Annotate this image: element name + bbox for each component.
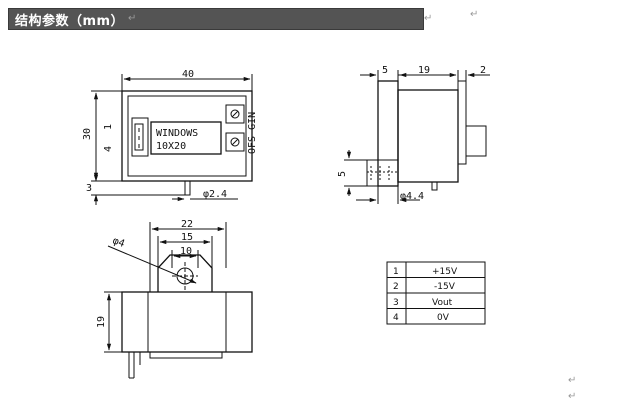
side-dim-bottom-5: 5 xyxy=(337,171,348,177)
bottom-dim-22: 22 xyxy=(181,219,193,230)
side-flange xyxy=(377,80,399,187)
side-connector xyxy=(465,125,487,157)
bottom-dim-10: 10 xyxy=(180,246,192,257)
connector-pins xyxy=(134,123,144,151)
bottom-hole-dim: φ4 xyxy=(111,235,126,249)
pin-table-signal: 0V xyxy=(437,313,450,323)
front-view xyxy=(91,74,253,205)
dim-pin-2-4: φ2.4 xyxy=(203,189,227,200)
side-body xyxy=(397,89,459,183)
pin-table-signal: -15V xyxy=(434,282,456,292)
dim-height-30: 30 xyxy=(82,128,93,140)
pin-label-1: 1 xyxy=(103,124,114,130)
paragraph-mark-icon: ↵ xyxy=(568,391,577,402)
pin-table-pin: 4 xyxy=(393,313,399,323)
side-dim-5: 5 xyxy=(382,65,388,76)
pin-table-signal: Vout xyxy=(432,298,453,308)
dim-base-3: 3 xyxy=(86,183,92,194)
bottom-view xyxy=(104,222,253,379)
pin-table-signal: +15V xyxy=(432,267,458,277)
pin-table-pin: 2 xyxy=(393,282,399,292)
window-label-line1: WINDOWS xyxy=(156,128,198,139)
bottom-body xyxy=(121,291,253,353)
bottom-dim-19: 19 xyxy=(96,316,107,328)
bottom-dim-15: 15 xyxy=(181,232,193,243)
paragraph-mark-icon: ↵ xyxy=(128,13,137,24)
front-pin xyxy=(184,180,191,196)
side-dim-19: 19 xyxy=(418,65,430,76)
adjust-side-label: OFS GIN xyxy=(247,112,258,154)
window-label-line2: 10X20 xyxy=(156,141,186,152)
gain-pot xyxy=(225,132,245,152)
paragraph-mark-icon: ↵ xyxy=(424,13,433,24)
section-title-bar: 结构参数（mm） xyxy=(8,8,424,30)
pin-table-pin: 1 xyxy=(393,267,399,277)
side-cover xyxy=(457,80,467,165)
side-view xyxy=(344,70,490,204)
dim-width-40: 40 xyxy=(182,69,194,80)
front-body-inner xyxy=(127,95,247,177)
pin-label-4: 4 xyxy=(103,146,114,152)
connector-block xyxy=(131,117,149,157)
side-pin xyxy=(431,181,438,191)
section-title: 结构参数（mm） xyxy=(15,14,125,29)
paragraph-mark-icon: ↵ xyxy=(568,375,577,386)
window-opening xyxy=(150,121,222,155)
side-pin-dim: φ4.4 xyxy=(400,191,424,202)
paragraph-mark-icon: ↵ xyxy=(470,9,479,20)
pin-table xyxy=(386,261,486,325)
pin-table-pin: 3 xyxy=(393,298,399,308)
side-dim-2: 2 xyxy=(480,65,486,76)
offset-pot xyxy=(225,104,245,124)
